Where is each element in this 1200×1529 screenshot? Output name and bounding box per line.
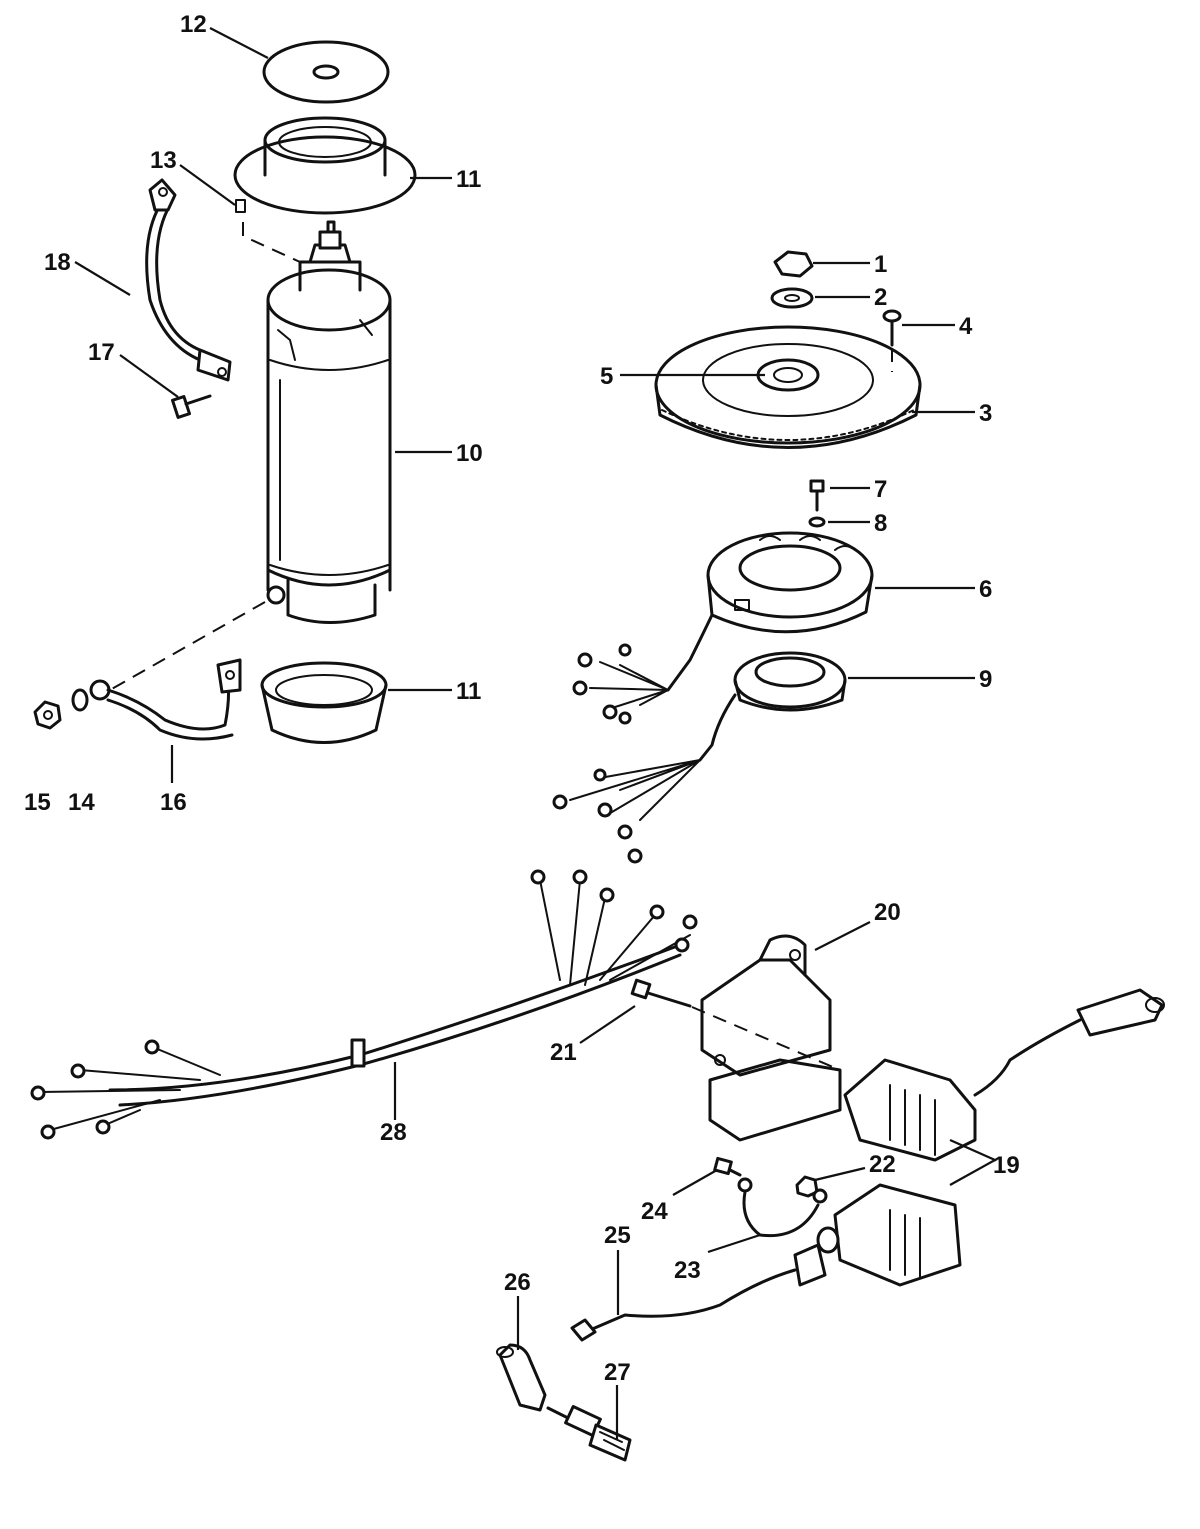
callout-13: 13 <box>150 147 177 174</box>
leader-lines <box>74 27 998 1440</box>
stator-harness <box>572 613 714 725</box>
part-1-flywheel-nut <box>773 250 814 278</box>
callout-23: 23 <box>674 1257 701 1284</box>
part-16-ground-cable <box>89 658 242 741</box>
part-13-clip <box>235 199 301 263</box>
part-26-spark-plug-boot <box>496 1343 547 1412</box>
part-4-screw <box>882 309 902 372</box>
callout-5: 5 <box>600 363 613 390</box>
callout-21: 21 <box>550 1039 577 1066</box>
callout-15: 15 <box>24 789 51 816</box>
callout-14: 14 <box>68 789 95 816</box>
callout-1: 1 <box>874 251 887 278</box>
callout-2: 2 <box>874 284 887 311</box>
part-10-starter-motor <box>266 220 392 624</box>
part-21-bolt <box>630 978 841 1071</box>
part-3-flywheel <box>654 325 922 449</box>
part-23-ground-strap <box>737 1177 828 1238</box>
callout-12: 12 <box>180 11 207 38</box>
callout-6: 6 <box>979 576 992 603</box>
callout-18: 18 <box>44 249 71 276</box>
part-17-bolt <box>171 394 212 419</box>
callout-4: 4 <box>959 313 973 340</box>
part-5-flywheel-hub <box>756 358 820 392</box>
part-6-stator <box>706 531 874 634</box>
part-7-screw <box>809 479 825 512</box>
callout-9: 9 <box>979 666 992 693</box>
callout-8: 8 <box>874 510 887 537</box>
part-8-washer <box>808 516 826 528</box>
callout-3: 3 <box>979 400 992 427</box>
part-15-nut <box>33 700 62 730</box>
callout-25: 25 <box>604 1222 631 1249</box>
callout-27: 27 <box>604 1359 631 1386</box>
callout-26: 26 <box>504 1269 531 1296</box>
callout-24: 24 <box>641 1198 668 1225</box>
callout-10: 10 <box>456 440 483 467</box>
part-25-spark-plug-lead <box>570 1268 797 1342</box>
part-11-lower-boot <box>260 661 388 744</box>
callout-19: 19 <box>993 1152 1020 1179</box>
part-28-wiring-harness <box>30 869 698 1140</box>
part-9-trigger <box>733 651 847 712</box>
callout-11-lower: 11 <box>456 678 481 705</box>
callout-11-upper: 11 <box>456 166 481 193</box>
callout-17: 17 <box>88 339 115 366</box>
callout-16: 16 <box>160 789 187 816</box>
part-11-upper-boot <box>233 116 417 215</box>
part-2-washer <box>770 287 814 309</box>
part-12-cover-washer <box>262 40 390 104</box>
trigger-harness <box>552 693 737 864</box>
part-14-lock-washer <box>71 688 89 712</box>
part-19-ignition-coil-lower <box>793 1183 962 1287</box>
part-19-ignition-coil-upper <box>843 988 1165 1162</box>
assembly-line-16 <box>109 601 266 691</box>
callout-28: 28 <box>380 1119 407 1146</box>
part-20-coil-bracket <box>700 934 842 1142</box>
callout-20: 20 <box>874 899 901 926</box>
part-27-spark-plug <box>546 1405 632 1462</box>
callout-7: 7 <box>874 476 887 503</box>
part-18-battery-cable <box>145 178 232 382</box>
callout-numbers: 1 2 3 4 5 6 7 8 9 10 11 11 12 13 14 15 1… <box>24 11 1020 1386</box>
callout-22: 22 <box>869 1151 896 1178</box>
part-24-bolt <box>713 1156 742 1177</box>
